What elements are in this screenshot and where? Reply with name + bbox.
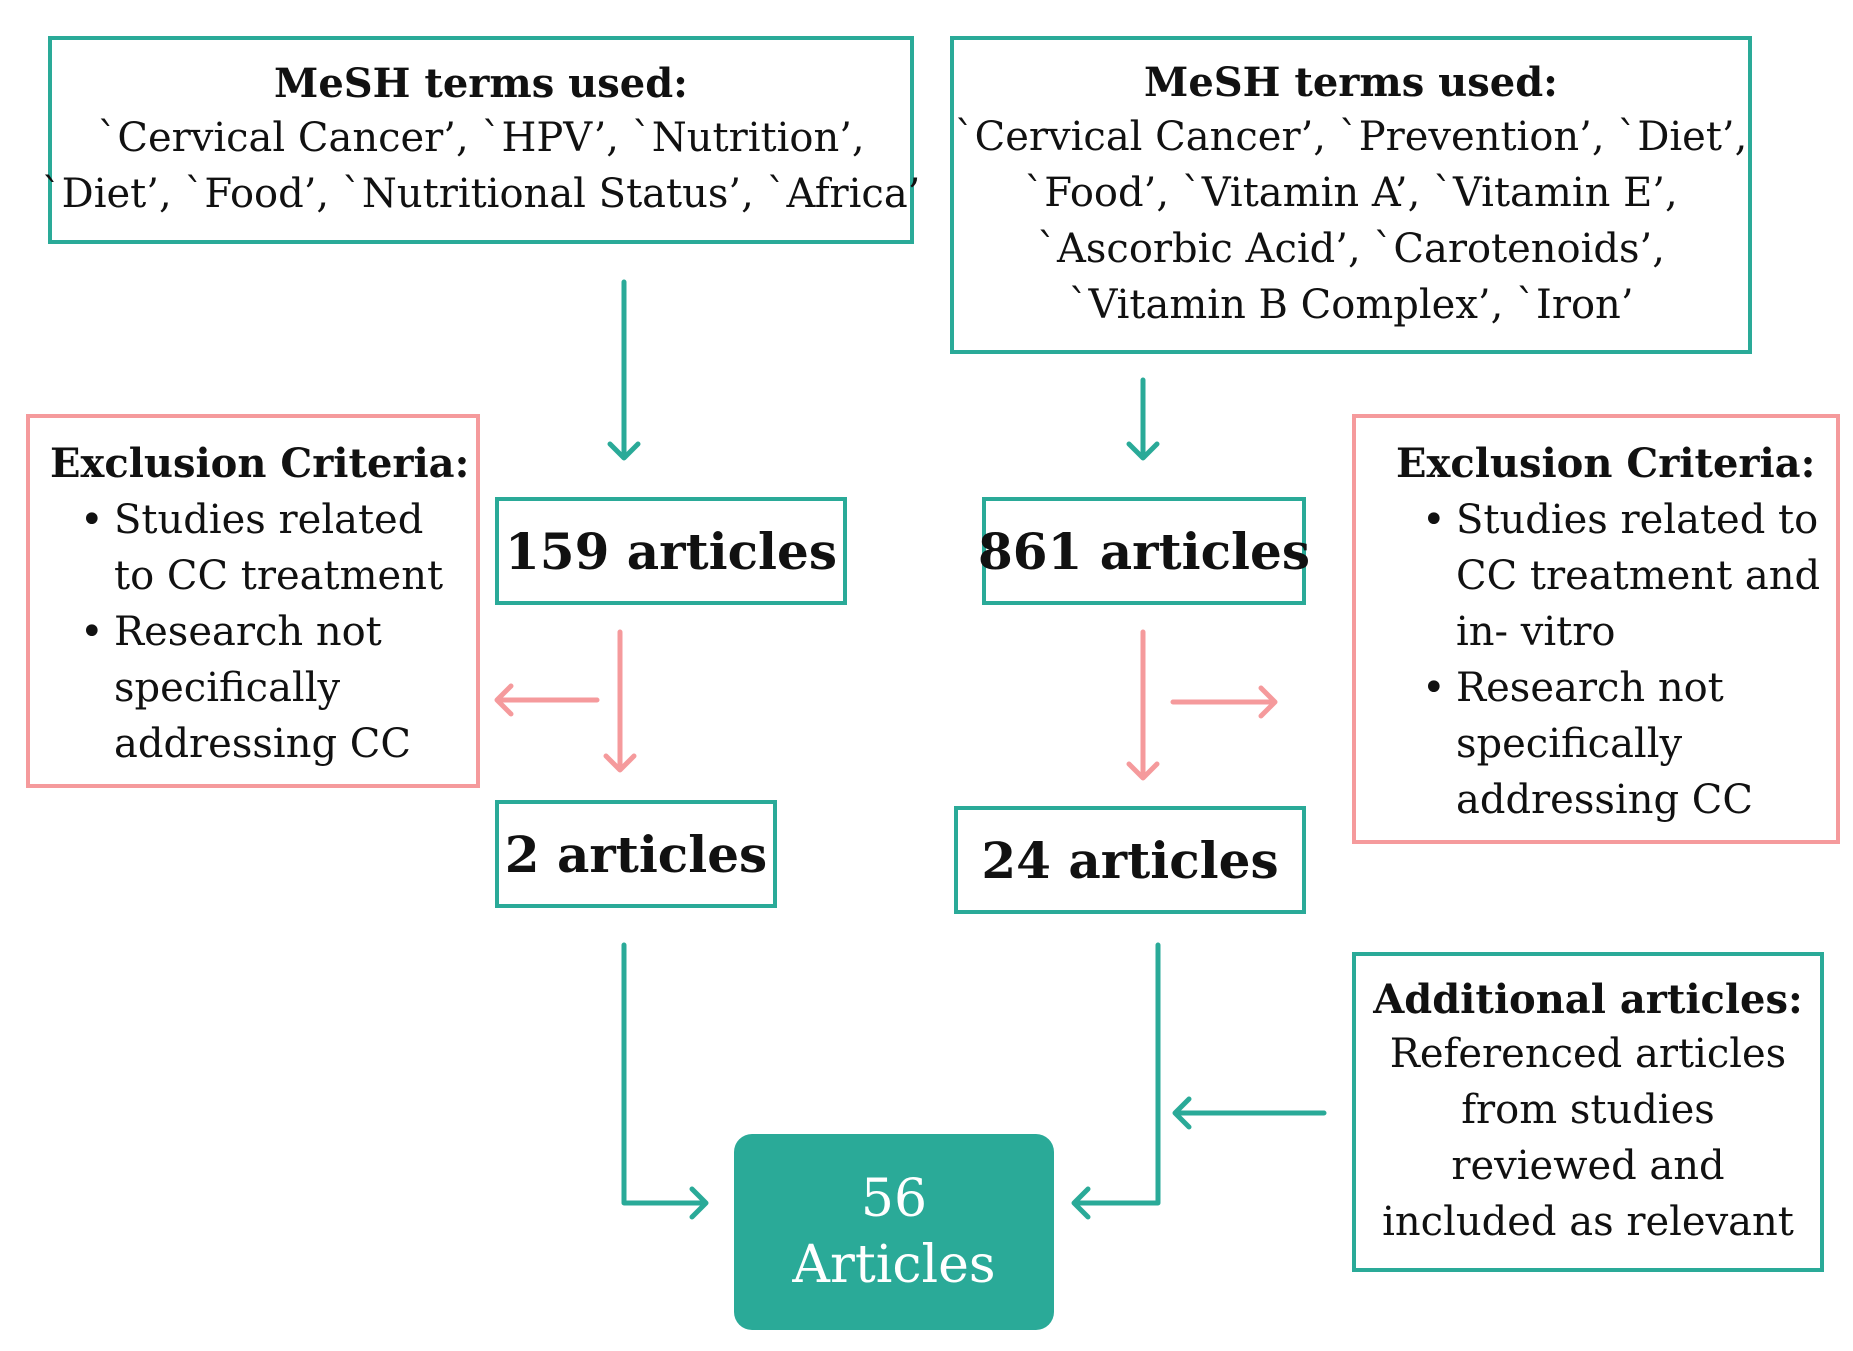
right-exclusion-list: Studies related to CC treatment and in- … xyxy=(1376,492,1836,828)
right-exclusion-title: Exclusion Criteria: xyxy=(1396,440,1816,487)
additional-title: Additional articles: xyxy=(1373,976,1803,1023)
right-initial-count: 861 articles xyxy=(978,521,1311,581)
left-mesh-terms-box: MeSH terms used: `Cervical Cancer’, `HPV… xyxy=(42,36,920,244)
right-mesh-title: MeSH terms used: xyxy=(1144,59,1558,106)
left-final-count: 2 articles xyxy=(504,824,768,884)
additional-articles-box: Additional articles: Referenced articles… xyxy=(1352,952,1824,1272)
arrow-159-to-left-exclusion xyxy=(494,683,600,717)
right-mesh-line: `Ascorbic Acid’, `Carotenoids’, xyxy=(1037,226,1665,272)
final-count: 56 xyxy=(860,1169,928,1229)
arrow-159-to-2 xyxy=(603,629,637,773)
additional-line: Referenced articles xyxy=(1389,1031,1787,1077)
additional-line: reviewed and xyxy=(1451,1143,1725,1189)
arrow-861-to-24 xyxy=(1126,629,1160,781)
left-mesh-title: MeSH terms used: xyxy=(274,60,688,107)
arrow-additional-to-flow xyxy=(1172,1096,1327,1130)
left-exclusion-title: Exclusion Criteria: xyxy=(50,440,470,487)
additional-line: included as relevant xyxy=(1382,1199,1794,1245)
left-final-count-box: 2 articles xyxy=(495,800,777,908)
arrow-right-search-to-861 xyxy=(1126,377,1160,461)
arrow-2-to-result xyxy=(621,942,709,1220)
final-label: Articles xyxy=(792,1235,996,1295)
right-final-count: 24 articles xyxy=(981,830,1279,890)
right-final-count-box: 24 articles xyxy=(954,806,1306,914)
right-exclusion-box: Exclusion Criteria: Studies related to C… xyxy=(1352,414,1840,844)
right-mesh-line: `Vitamin B Complex’, `Iron’ xyxy=(1068,282,1634,328)
left-exclusion-box: Exclusion Criteria: Studies related to C… xyxy=(26,414,480,788)
final-result-box: 56 Articles xyxy=(734,1134,1054,1330)
right-mesh-terms-box: MeSH terms used: `Cervical Cancer’, `Pre… xyxy=(950,36,1752,354)
exclusion-item: Studies related to CC treatment xyxy=(80,492,476,604)
exclusion-item: Research not specifically addressing CC xyxy=(80,604,476,772)
additional-line: from studies xyxy=(1461,1087,1715,1133)
left-exclusion-list: Studies related to CC treatment Research… xyxy=(50,492,476,772)
exclusion-item: Studies related to CC treatment and in- … xyxy=(1422,492,1836,660)
right-mesh-line: `Cervical Cancer’, `Prevention’, `Diet’, xyxy=(954,114,1748,160)
right-mesh-line: `Food’, `Vitamin A’, `Vitamin E’, xyxy=(1024,170,1678,216)
arrow-861-to-right-exclusion xyxy=(1170,685,1278,719)
right-initial-count-box: 861 articles xyxy=(978,497,1310,605)
arrow-24-to-result xyxy=(1071,942,1161,1220)
left-initial-count-box: 159 articles xyxy=(495,497,847,605)
left-mesh-line: `Diet’, `Food’, `Nutritional Status’, `A… xyxy=(41,171,921,217)
left-initial-count: 159 articles xyxy=(504,521,837,581)
exclusion-item: Research not specifically addressing CC xyxy=(1422,660,1836,828)
left-mesh-line: `Cervical Cancer’, `HPV’, `Nutrition’, xyxy=(97,115,865,161)
arrow-left-search-to-159 xyxy=(607,279,641,461)
